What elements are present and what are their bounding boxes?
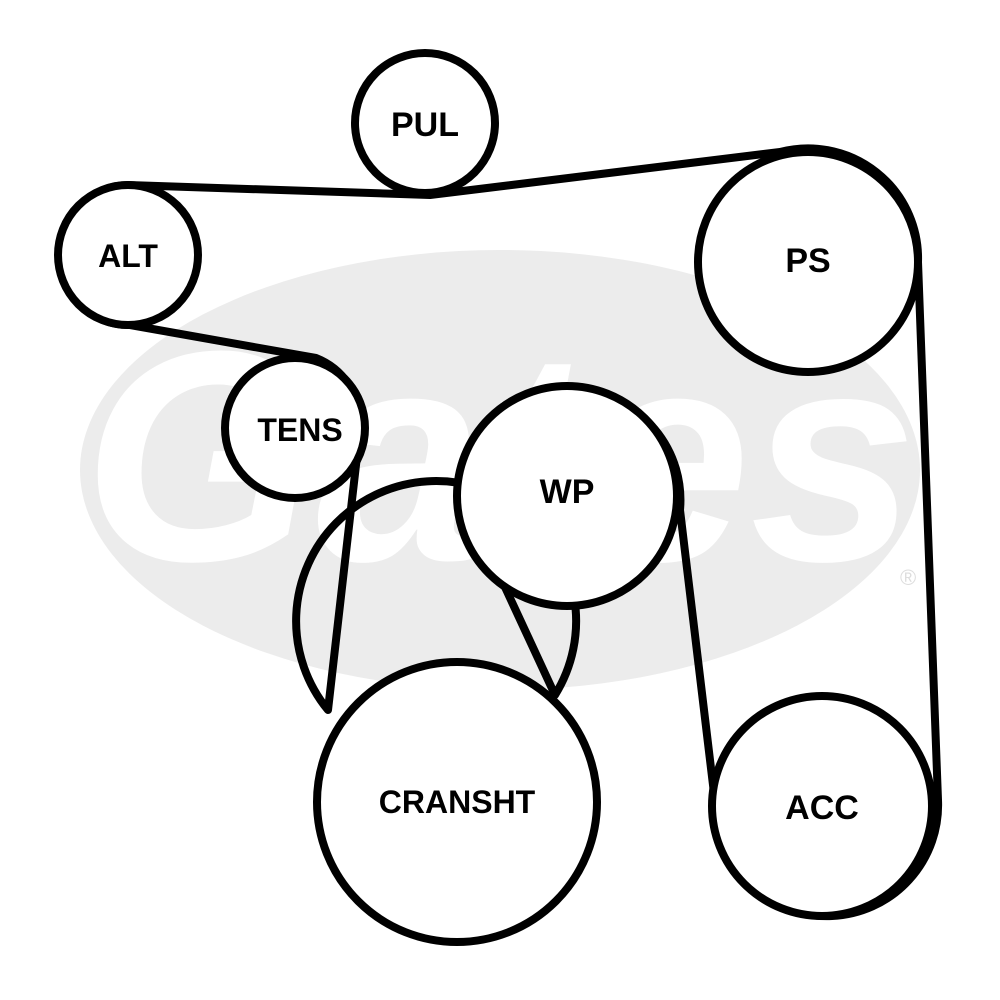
pulley-tens-circle — [221, 354, 369, 502]
watermark-registered-mark: ® — [900, 565, 916, 590]
pulley-cransht: CRANSHT — [313, 658, 601, 946]
pulley-tens: TENS — [221, 354, 369, 502]
pulley-acc-label: ACC — [785, 789, 859, 827]
pulley-ps: PS — [694, 148, 922, 376]
pulley-pul-label: PUL — [391, 106, 459, 144]
pulley-acc: ACC — [708, 692, 936, 920]
pulley-wp-circle — [453, 382, 681, 610]
pulley-wp: WP — [453, 382, 681, 610]
pulley-alt-label: ALT — [98, 238, 158, 274]
pulley-cransht-label: CRANSHT — [379, 784, 536, 820]
pulley-cransht-circle — [313, 658, 601, 946]
pulley-wp-label: WP — [540, 473, 595, 511]
pulley-tens-label: TENS — [257, 412, 342, 448]
pulley-alt: ALT — [54, 181, 202, 329]
pulley-pul: PUL — [351, 49, 499, 197]
pulley-pul-circle — [351, 49, 499, 197]
pulley-ps-label: PS — [785, 242, 830, 280]
pulley-alt-circle — [54, 181, 202, 329]
pulley-acc-circle — [708, 692, 936, 920]
pulley-ps-circle — [694, 148, 922, 376]
